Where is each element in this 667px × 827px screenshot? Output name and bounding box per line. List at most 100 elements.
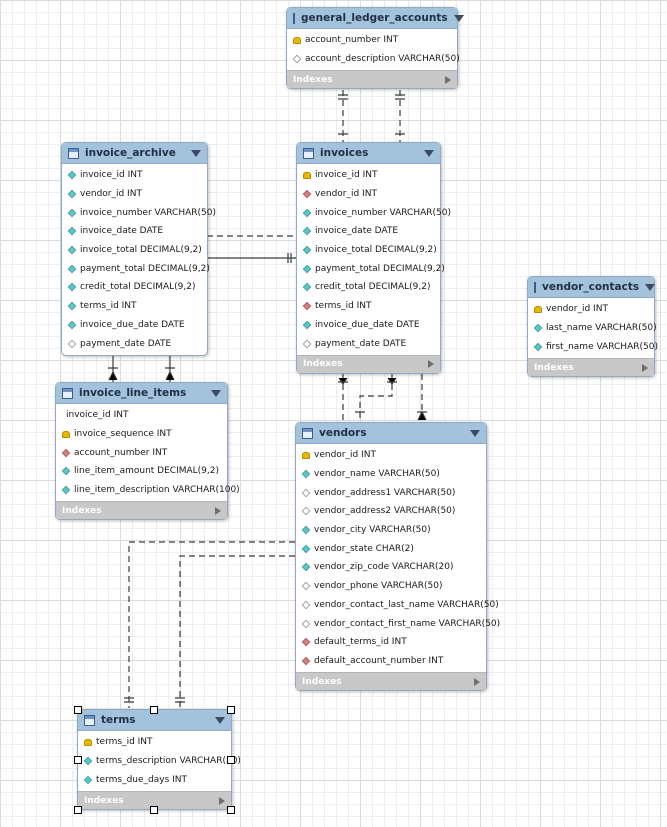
column-row[interactable]: invoice_number VARCHAR(50) — [62, 203, 216, 222]
cardinality-mark — [387, 377, 397, 386]
column-label: vendor_state CHAR(2) — [314, 543, 414, 554]
table-invoice-line-items[interactable]: invoice_line_items invoice_id INT invoic… — [55, 382, 240, 521]
column-row[interactable]: vendor_phone VARCHAR(50) — [296, 577, 486, 596]
resize-handle[interactable] — [227, 706, 235, 714]
table-header[interactable]: invoice_archive — [62, 143, 207, 164]
column-row[interactable]: payment_total DECIMAL(9,2) — [62, 259, 210, 278]
collapse-arrow-icon[interactable] — [191, 149, 201, 157]
table-header[interactable]: general_ledger_accounts — [287, 8, 464, 29]
resize-handle[interactable] — [74, 706, 82, 714]
column-label: account_description VARCHAR(50) — [305, 54, 460, 65]
column-row[interactable]: invoice_due_date DATE — [62, 316, 207, 335]
nullable-column-icon — [301, 600, 311, 610]
indexes-label: Indexes — [303, 359, 343, 370]
column-row[interactable]: vendor_id INT — [528, 300, 654, 319]
not-null-column-icon — [533, 323, 543, 333]
column-row[interactable]: invoice_due_date DATE — [297, 316, 440, 335]
column-row[interactable]: vendor_address2 VARCHAR(50) — [296, 502, 486, 521]
table-icon — [293, 12, 295, 24]
column-row[interactable]: invoice_date DATE — [297, 222, 440, 241]
indexes-footer[interactable]: Indexes — [528, 358, 654, 377]
indexes-footer[interactable]: Indexes — [56, 501, 227, 520]
column-row[interactable]: payment_date DATE — [297, 334, 440, 353]
column-row[interactable]: vendor_address1 VARCHAR(50) — [296, 483, 486, 502]
table-icon — [84, 714, 95, 726]
column-row[interactable]: terms_id INT — [62, 297, 207, 316]
column-row[interactable]: invoice_sequence INT — [56, 425, 227, 444]
column-row[interactable]: vendor_name VARCHAR(50) — [296, 465, 486, 484]
nullable-column-icon — [301, 488, 311, 497]
resize-handle[interactable] — [74, 756, 82, 764]
collapse-arrow-icon[interactable] — [645, 283, 656, 291]
column-row[interactable]: account_number INT — [56, 443, 227, 462]
resize-handle[interactable] — [227, 756, 235, 764]
column-row[interactable]: invoice_number VARCHAR(50) — [297, 203, 451, 222]
table-header[interactable]: terms — [78, 710, 231, 731]
collapse-arrow-icon[interactable] — [424, 149, 434, 157]
table-header[interactable]: invoice_line_items — [56, 383, 227, 404]
column-row[interactable]: invoice_id INT — [56, 406, 227, 425]
table-invoices[interactable]: invoices invoice_id INT vendor_id INT in… — [296, 142, 451, 374]
column-row[interactable]: credit_total DECIMAL(9,2) — [297, 278, 440, 297]
column-row[interactable]: line_item_description VARCHAR(100) — [56, 481, 240, 500]
column-row[interactable]: vendor_contact_last_name VARCHAR(50) — [296, 596, 499, 615]
indexes-label: Indexes — [534, 362, 574, 373]
collapse-arrow-icon[interactable] — [211, 389, 221, 397]
column-row[interactable]: account_description VARCHAR(50) — [287, 50, 460, 69]
column-row[interactable]: vendor_city VARCHAR(50) — [296, 521, 486, 540]
column-row[interactable]: invoice_id INT — [62, 166, 207, 185]
primary-key-icon — [303, 171, 311, 179]
column-row[interactable]: vendor_id INT — [297, 185, 440, 204]
column-row[interactable]: first_name VARCHAR(50) — [528, 337, 658, 356]
column-row[interactable]: terms_id INT — [297, 297, 440, 316]
table-general-ledger-accounts[interactable]: general_ledger_accounts account_number I… — [286, 7, 464, 90]
table-header[interactable]: vendor_contacts — [528, 277, 656, 298]
indexes-footer[interactable]: Indexes — [287, 70, 457, 89]
resize-handle[interactable] — [150, 806, 158, 814]
table-header[interactable]: vendors — [296, 423, 486, 444]
column-label: default_terms_id INT — [314, 637, 407, 648]
column-row[interactable]: vendor_id INT — [62, 185, 207, 204]
column-row[interactable]: account_number INT — [287, 31, 457, 50]
table-icon — [62, 387, 73, 399]
table-vendor-contacts[interactable]: vendor_contacts vendor_id INT last_name … — [527, 276, 658, 378]
indexes-footer[interactable]: Indexes — [78, 791, 231, 810]
column-row[interactable]: credit_total DECIMAL(9,2) — [62, 278, 207, 297]
column-row[interactable]: vendor_id INT — [296, 446, 486, 465]
column-row[interactable]: terms_description VARCHAR(50) — [78, 752, 241, 771]
resize-handle[interactable] — [150, 706, 158, 714]
primary-key-icon — [62, 430, 70, 438]
column-row[interactable]: vendor_contact_first_name VARCHAR(50) — [296, 614, 500, 633]
column-row[interactable]: terms_due_days INT — [78, 770, 231, 789]
column-row[interactable]: invoice_date DATE — [62, 222, 207, 241]
table-terms[interactable]: terms terms_id INT terms_description VAR… — [77, 709, 241, 811]
not-null-column-icon — [67, 283, 77, 292]
collapse-arrow-icon[interactable] — [215, 716, 225, 724]
column-label: invoice_id INT — [315, 170, 378, 181]
column-row[interactable]: default_terms_id INT — [296, 633, 486, 652]
column-label: first_name VARCHAR(50) — [546, 341, 658, 352]
column-row[interactable]: invoice_id INT — [297, 166, 440, 185]
column-row[interactable]: terms_id INT — [78, 733, 231, 752]
table-vendors[interactable]: vendors vendor_id INT vendor_name VARCHA… — [295, 422, 500, 692]
table-header[interactable]: invoices — [297, 143, 440, 164]
column-row[interactable]: vendor_zip_code VARCHAR(20) — [296, 558, 486, 577]
column-row[interactable]: invoice_total DECIMAL(9,2) — [62, 241, 207, 260]
indexes-footer[interactable]: Indexes — [297, 354, 440, 373]
column-row[interactable]: invoice_total DECIMAL(9,2) — [297, 241, 440, 260]
resize-handle[interactable] — [74, 806, 82, 814]
collapse-arrow-icon[interactable] — [453, 14, 464, 22]
column-label: vendor_zip_code VARCHAR(20) — [314, 562, 454, 573]
column-row[interactable]: last_name VARCHAR(50) — [528, 319, 657, 338]
resize-handle[interactable] — [227, 806, 235, 814]
table-invoice-archive[interactable]: invoice_archive invoice_id INT vendor_id… — [61, 142, 216, 356]
indexes-footer[interactable]: Indexes — [296, 672, 486, 691]
column-row[interactable]: line_item_amount DECIMAL(9,2) — [56, 462, 227, 481]
table-icon — [302, 427, 313, 439]
column-row[interactable]: default_account_number INT — [296, 652, 486, 671]
column-row[interactable]: payment_date DATE — [62, 334, 207, 353]
column-row[interactable]: vendor_state CHAR(2) — [296, 539, 486, 558]
collapse-arrow-icon[interactable] — [470, 429, 480, 437]
column-row[interactable]: payment_total DECIMAL(9,2) — [297, 259, 445, 278]
cardinality-mark — [338, 94, 405, 100]
